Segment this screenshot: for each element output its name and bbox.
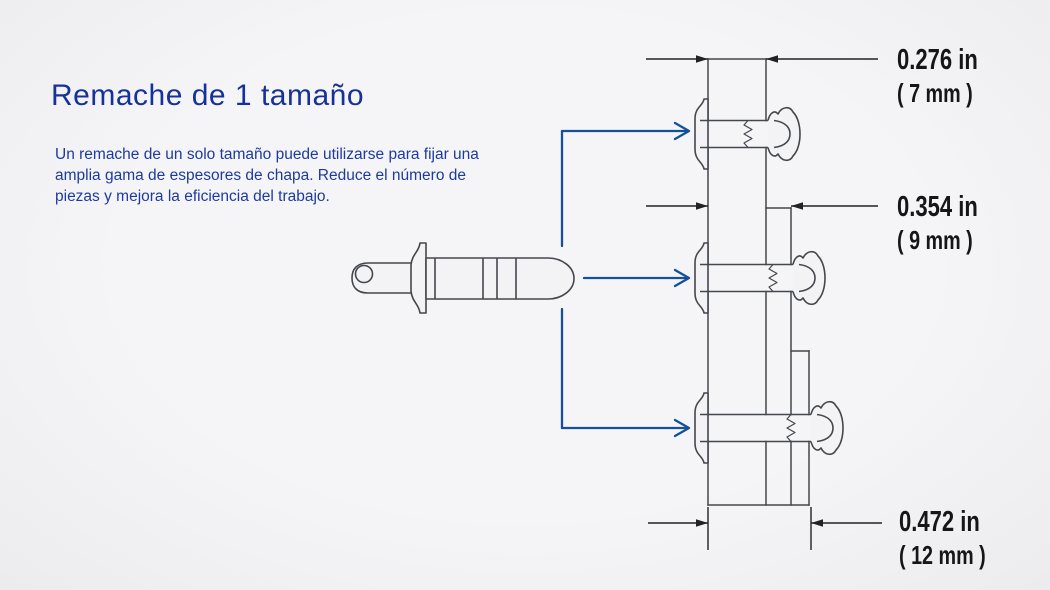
arrowhead-12mm-icon — [673, 418, 691, 438]
dimension-label-9mm-mm: ( 9 mm ) — [897, 225, 973, 255]
mandrel-break-serration — [743, 120, 753, 148]
set-bulb — [767, 106, 801, 162]
arrowhead-7mm-icon — [673, 121, 691, 141]
free-rivet-illustration — [351, 242, 575, 314]
page-title: Remache de 1 tamaño — [51, 79, 365, 112]
set-flange — [694, 392, 709, 464]
arrowhead-9mm-icon — [673, 268, 691, 288]
set-bulb-inner — [773, 119, 791, 149]
set-barrel — [700, 263, 795, 293]
installed-rivet-7mm — [694, 98, 801, 170]
installed-rivet-12mm — [694, 392, 844, 464]
mandrel-break-serration — [768, 264, 778, 292]
description-text: Un remache de un solo tamaño puede utili… — [55, 144, 479, 207]
dimension-7mm — [646, 55, 878, 63]
description-line: amplia gama de espesores de chapa. Reduc… — [55, 167, 467, 184]
dimension-label-7mm-in: 0.276 in — [897, 44, 978, 76]
dimension-label-12mm-in: 0.472 in — [899, 506, 980, 538]
set-flange — [694, 98, 709, 170]
dimension-label-9mm-in: 0.354 in — [897, 191, 978, 223]
dimension-label-7mm-mm: ( 7 mm ) — [897, 78, 973, 108]
dimension-12mm — [648, 507, 882, 550]
set-barrel — [700, 119, 770, 149]
mandrel-break-serration — [786, 414, 796, 442]
set-bulb — [792, 250, 826, 306]
mandrel-end-ball — [354, 264, 374, 284]
rivet-body — [425, 257, 575, 300]
rivet-flange — [410, 242, 427, 314]
dimension-9mm — [646, 202, 878, 210]
pointer-arrows — [560, 121, 691, 438]
sheet-stack — [707, 58, 810, 506]
rivet-body-segments — [434, 258, 517, 299]
set-bulb-inner — [798, 263, 816, 293]
description-line: Un remache de un solo tamaño puede utili… — [55, 146, 479, 163]
set-bulb — [810, 400, 844, 456]
installed-rivet-9mm — [694, 242, 826, 314]
set-bulb-inner — [816, 413, 834, 443]
set-barrel — [700, 413, 813, 443]
description-line: piezas y mejora la eficiencia del trabaj… — [55, 188, 330, 205]
dimension-label-12mm-mm: ( 12 mm ) — [899, 540, 986, 570]
set-flange — [694, 242, 709, 314]
